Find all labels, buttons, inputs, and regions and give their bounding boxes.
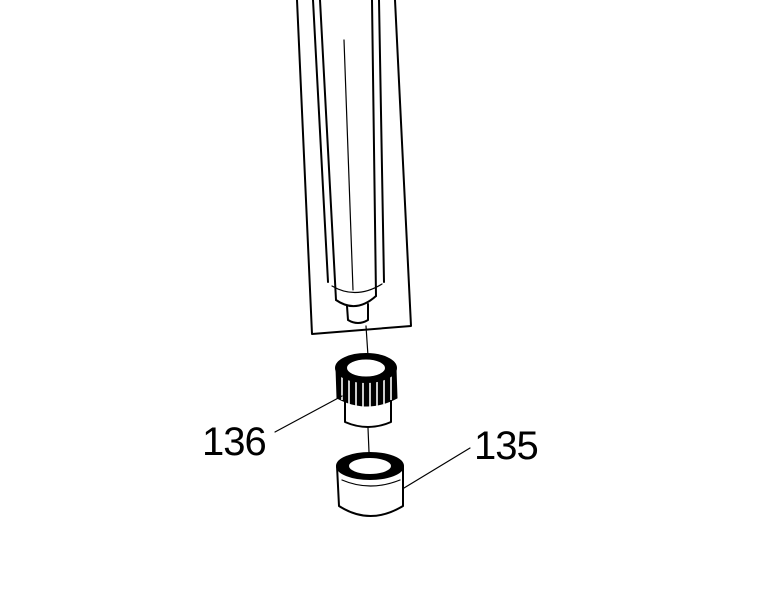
leader-line-136 (274, 395, 343, 433)
part-label-135: 135 (474, 424, 538, 468)
cap-part-135 (336, 452, 404, 517)
leader-line-135 (403, 447, 471, 489)
center-axis-line-lower (367, 427, 370, 453)
knurled-nut-part-136 (335, 353, 398, 428)
part-label-136: 136 (202, 420, 266, 464)
tube-housing (296, 0, 412, 335)
center-axis-line (365, 325, 369, 357)
